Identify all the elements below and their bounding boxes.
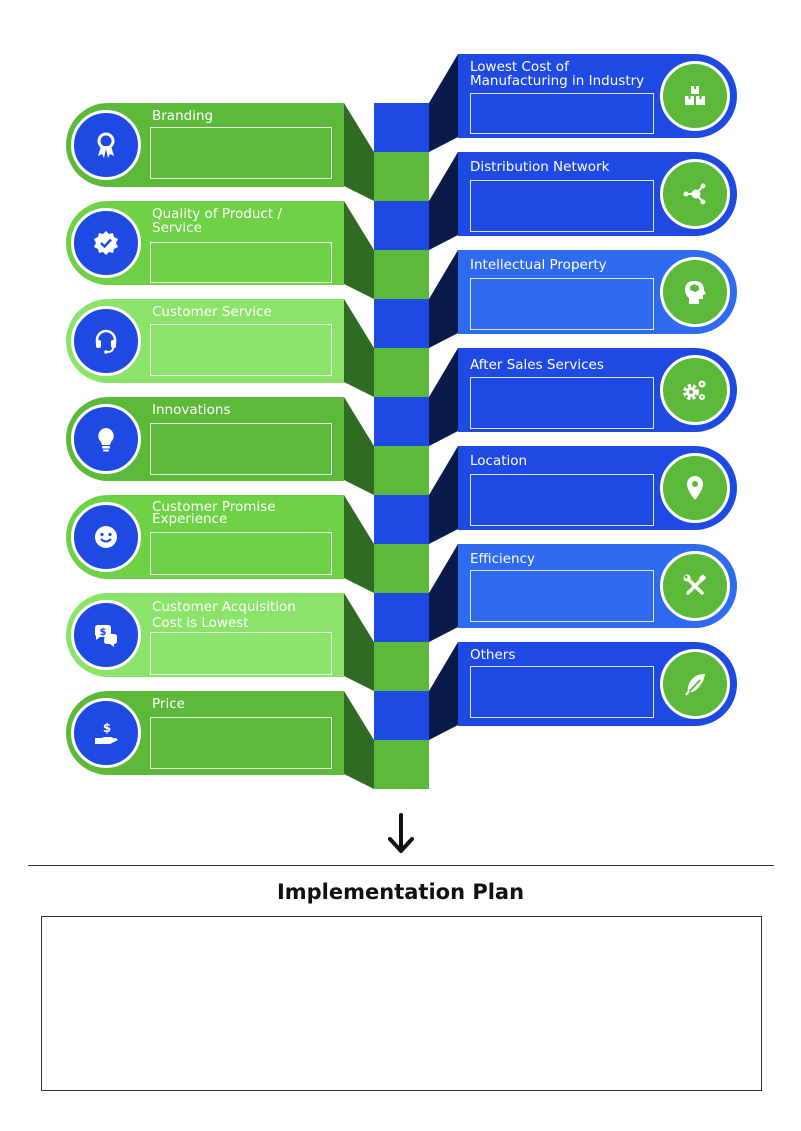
wrench-screwdriver-icon (660, 551, 730, 621)
divider (28, 865, 774, 866)
strength-card-customer-promise: Customer Promise Experience (66, 495, 344, 579)
text-input-box[interactable] (470, 666, 654, 718)
arrow-down-icon (388, 813, 414, 853)
card-label: Customer Acquisition Cost is Lowest (152, 599, 296, 631)
text-input-box[interactable] (150, 324, 332, 376)
headset-icon (71, 306, 141, 376)
right-fold (429, 152, 458, 250)
text-input-box[interactable] (150, 632, 332, 675)
left-fold (344, 299, 374, 397)
spine-segment (374, 299, 429, 348)
verified-badge-icon (71, 208, 141, 278)
fold-connectors (344, 54, 458, 789)
spine-segment (374, 544, 429, 593)
right-fold (429, 642, 458, 740)
card-label: Intellectual Property (470, 257, 607, 273)
right-fold (429, 250, 458, 348)
strength-card-after-sales: After Sales Services (458, 348, 737, 432)
lightbulb-icon (71, 404, 141, 474)
text-input-box[interactable] (150, 242, 332, 283)
card-label: Location (470, 453, 528, 469)
text-input-box[interactable] (470, 474, 654, 526)
map-pin-icon (660, 453, 730, 523)
left-fold (344, 495, 374, 593)
right-fold (429, 446, 458, 544)
strength-card-lowest-cost: Lowest Cost of Manufacturing in Industry (458, 54, 737, 138)
gears-icon (660, 355, 730, 425)
card-label: Lowest Cost of Manufacturing in Industry (470, 59, 645, 89)
brain-head-icon (660, 257, 730, 327)
strength-card-branding: Branding (66, 103, 344, 187)
card-label: Quality of Product / Service (152, 206, 282, 236)
strength-card-price: $ Price (66, 691, 344, 775)
spine-segment (374, 103, 429, 152)
spine-segment (374, 201, 429, 250)
strength-card-intellectual-property: Intellectual Property (458, 250, 737, 334)
strength-card-location: Location (458, 446, 737, 530)
card-label: Customer Promise Experience (152, 499, 276, 527)
spine-segment (374, 250, 429, 299)
card-label: Customer Service (152, 304, 272, 320)
text-input-box[interactable] (150, 717, 332, 769)
strength-card-innovations: Innovations (66, 397, 344, 481)
card-label: Others (470, 647, 516, 663)
network-hub-icon (660, 159, 730, 229)
right-fold (429, 544, 458, 642)
award-ribbon-icon (71, 110, 141, 180)
spine-segment (374, 152, 429, 201)
left-fold (344, 201, 374, 299)
left-fold (344, 691, 374, 789)
card-label: Distribution Network (470, 159, 610, 175)
right-fold (429, 54, 458, 152)
right-fold (429, 348, 458, 446)
spine-segment (374, 740, 429, 789)
card-label: Innovations (152, 402, 231, 418)
smiley-icon (71, 502, 141, 572)
spine-segment (374, 642, 429, 691)
hand-dollar-icon: $ (71, 698, 141, 768)
text-input-box[interactable] (150, 532, 332, 575)
strength-card-acquisition-cost: $ Customer Acquisition Cost is Lowest (66, 593, 344, 677)
text-input-box[interactable] (470, 570, 654, 622)
implementation-plan-title: Implementation Plan (276, 880, 525, 904)
strength-card-customer-service: Customer Service (66, 299, 344, 383)
money-chat-icon: $ (71, 600, 141, 670)
spine-segment (374, 691, 429, 740)
spine-segment (374, 348, 429, 397)
text-input-box[interactable] (470, 180, 654, 232)
text-input-box[interactable] (150, 127, 332, 179)
implementation-plan-box[interactable] (41, 916, 762, 1091)
card-label: Branding (152, 108, 214, 124)
spine-segment (374, 495, 429, 544)
strength-card-distribution: Distribution Network (458, 152, 737, 236)
left-fold (344, 103, 374, 201)
spine-segment (374, 446, 429, 495)
card-label: Efficiency (470, 551, 536, 567)
feather-icon (660, 649, 730, 719)
boxes-icon (660, 61, 730, 131)
card-label: After Sales Services (470, 357, 604, 373)
spine-segment (374, 593, 429, 642)
svg-text:$: $ (103, 721, 111, 735)
text-input-box[interactable] (150, 423, 332, 475)
strength-card-efficiency: Efficiency (458, 544, 737, 628)
text-input-box[interactable] (470, 93, 654, 134)
strength-card-others: Others (458, 642, 737, 726)
spine-segment (374, 397, 429, 446)
card-label: Price (152, 696, 185, 712)
text-input-box[interactable] (470, 278, 654, 330)
left-fold (344, 397, 374, 495)
svg-text:$: $ (100, 627, 107, 638)
text-input-box[interactable] (470, 377, 654, 429)
left-fold (344, 593, 374, 691)
strength-card-quality: Quality of Product / Service (66, 201, 344, 285)
